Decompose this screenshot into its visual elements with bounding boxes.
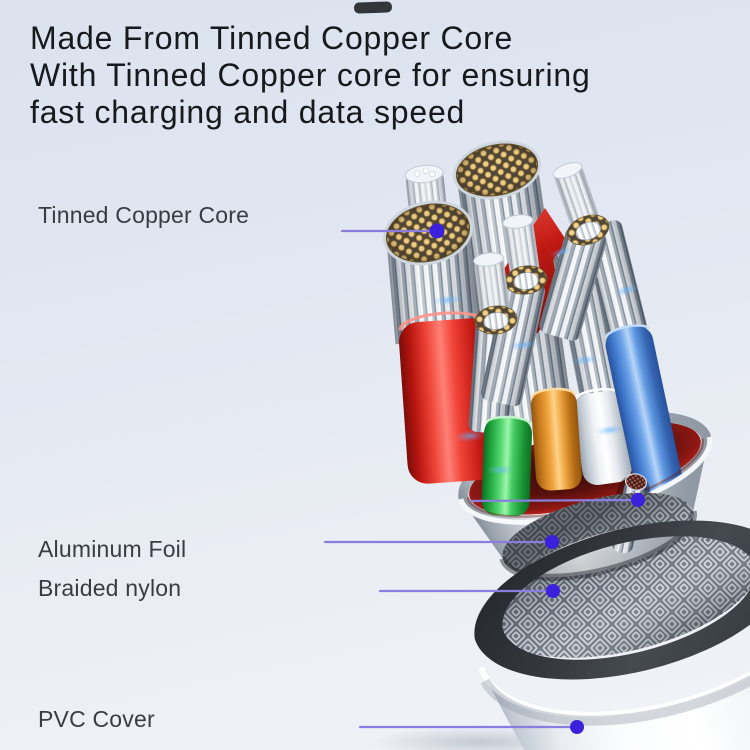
copper-collar-left [473,252,518,335]
headline-line-3: fast charging and data speed [30,94,466,130]
pvc-cover-callout-dot [570,720,584,734]
braided-nylon-callout-dot [546,584,560,598]
copper-collar-right [552,162,610,246]
shielded-wire-left [383,200,480,345]
orange-wire-jacket [530,387,582,491]
label-braided-nylon: Braided nylon [38,575,182,601]
label-pvc-cover: PVC Cover [38,706,155,732]
blue-wire-jacket [604,324,685,508]
aluminum-foil-callout-dot [545,535,559,549]
copper-collar-mid [502,214,548,295]
pvc-cover-body [478,666,750,750]
callout-lines [323,229,633,729]
top-edge-artifact [353,1,392,14]
tinned-copper-core-face [453,140,541,200]
shield-callout-line [470,498,633,503]
headline: Made From Tinned Copper Core With Tinned… [30,20,730,131]
callout-dots [429,223,645,734]
headline-line-1: Made From Tinned Copper Core [30,20,514,56]
shielded-body-orange-wire [480,278,546,407]
shield-callout-dot [631,493,645,507]
pvc-outer-ring [474,520,750,680]
label-aluminum-foil: Aluminum Foil [38,536,187,562]
light-glints [432,246,641,476]
tinned-copper-core-callout-dot [429,223,445,239]
headline-line-2: With Tinned Copper core for ensuring [30,57,591,93]
shielded-body-right [539,227,607,341]
label-tinned-copper-core: Tinned Copper Core [38,202,250,228]
tinned-copper-core-face [383,200,473,266]
